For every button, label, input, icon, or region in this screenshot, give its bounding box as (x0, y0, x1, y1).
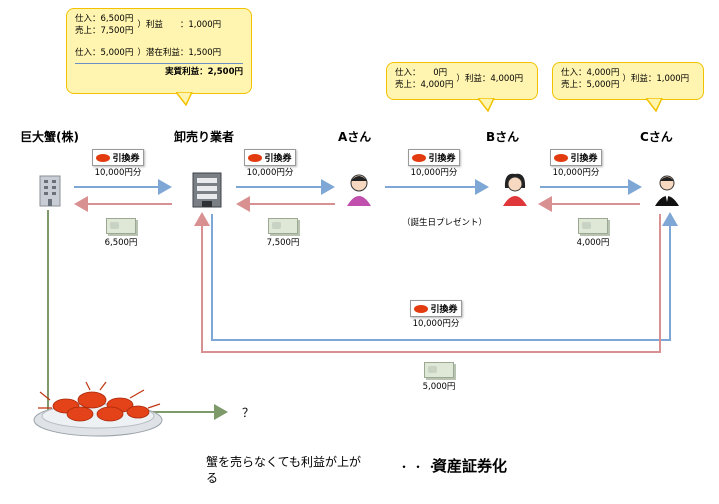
ticket-value: 10,000円分 (246, 168, 294, 178)
money-amount: 7,500円 (266, 238, 300, 248)
wholesaler-profit-callout: 仕入：6,500円 売上：7,500円 ）利益 ：1,000円 仕入：5,000… (66, 8, 252, 94)
crab-icon (412, 153, 427, 162)
caption-left: 蟹を売らなくても利益が上がる (206, 455, 362, 485)
question-mark: ？ (242, 406, 255, 420)
c-profit: ）利益：1,000円 (622, 74, 690, 84)
banknote-icon (268, 218, 298, 234)
wholesaler-latent-profit: ）潜在利益：1,500円 (137, 48, 222, 58)
c-sales: 売上：5,000円 (561, 80, 620, 90)
ticket-label: 引換券 (430, 305, 458, 315)
c-profit-callout: 仕入：4,000円 売上：5,000円 ）利益：1,000円 (552, 62, 704, 100)
wholesaler-label: 卸売り業者 (174, 130, 235, 144)
banknote-icon (424, 362, 454, 378)
birthday-present-note: （誕生日プレゼント） (402, 218, 488, 228)
wholesaler-sales-1: 売上：7,500円 (75, 26, 134, 36)
wholesaler-purchase-2: 仕入：5,000円 (75, 48, 134, 58)
b-label: Bさん (486, 130, 520, 144)
exchange-ticket-1: 引換券 10,000円分 (88, 149, 148, 178)
money-amount: 6,500円 (104, 238, 138, 248)
ticket-value: 10,000円分 (94, 168, 142, 178)
a-label: Aさん (338, 130, 372, 144)
money-amount: 4,000円 (576, 238, 610, 248)
caption-dots: ・・・ (398, 460, 441, 474)
money-6500: 6,500円 (98, 218, 144, 248)
ticket-label: 引換券 (264, 154, 292, 164)
money-4000: 4,000円 (570, 218, 616, 248)
crab-icon (96, 153, 111, 162)
ticket-label: 引換券 (570, 154, 598, 164)
exchange-ticket-5: 引換券 10,000円分 (406, 300, 466, 329)
banknote-icon (578, 218, 608, 234)
ticket-value: 10,000円分 (412, 319, 460, 329)
office-building-icon (39, 175, 61, 207)
c-purchase: 仕入：4,000円 (561, 68, 620, 78)
c-callout-tail (646, 98, 663, 112)
exchange-ticket-4: 引換券 10,000円分 (546, 149, 606, 178)
wholesaler-total-profit: 実質利益：2,500円 (75, 63, 243, 78)
b-profit-callout: 仕入： 0円 売上：4,000円 ）利益：4,000円 (386, 62, 538, 100)
warehouse-building-icon (192, 172, 222, 208)
wholesaler-profit: ）利益 ：1,000円 (137, 20, 222, 30)
money-5000: 5,000円 (416, 362, 462, 392)
b-sales: 売上：4,000円 (395, 80, 454, 90)
person-c-icon (655, 175, 679, 206)
ticket-label: 引換券 (428, 154, 456, 164)
wholesaler-callout-tail (176, 92, 193, 106)
crab-icon (248, 153, 263, 162)
exchange-ticket-2: 引換券 10,000円分 (240, 149, 300, 178)
person-b-icon (503, 173, 527, 206)
money-amount: 5,000円 (422, 382, 456, 392)
crab-icon (414, 304, 429, 313)
wholesaler-purchase-1: 仕入：6,500円 (75, 14, 134, 24)
money-7500: 7,500円 (260, 218, 306, 248)
company-label: 巨大蟹(株) (20, 130, 79, 144)
crab-icon (554, 153, 569, 162)
b-purchase: 仕入： 0円 (395, 68, 448, 78)
b-profit: ）利益：4,000円 (456, 74, 524, 84)
person-a-icon (347, 174, 371, 206)
c-label: Cさん (640, 130, 673, 144)
crab-plate-image (33, 381, 163, 437)
ticket-label: 引換券 (112, 154, 140, 164)
b-callout-tail (478, 98, 495, 112)
ticket-value: 10,000円分 (410, 168, 458, 178)
banknote-icon (106, 218, 136, 234)
exchange-ticket-3: 引換券 10,000円分 (404, 149, 464, 178)
caption-securitization: 資産証券化 (432, 457, 508, 475)
ticket-value: 10,000円分 (552, 168, 600, 178)
